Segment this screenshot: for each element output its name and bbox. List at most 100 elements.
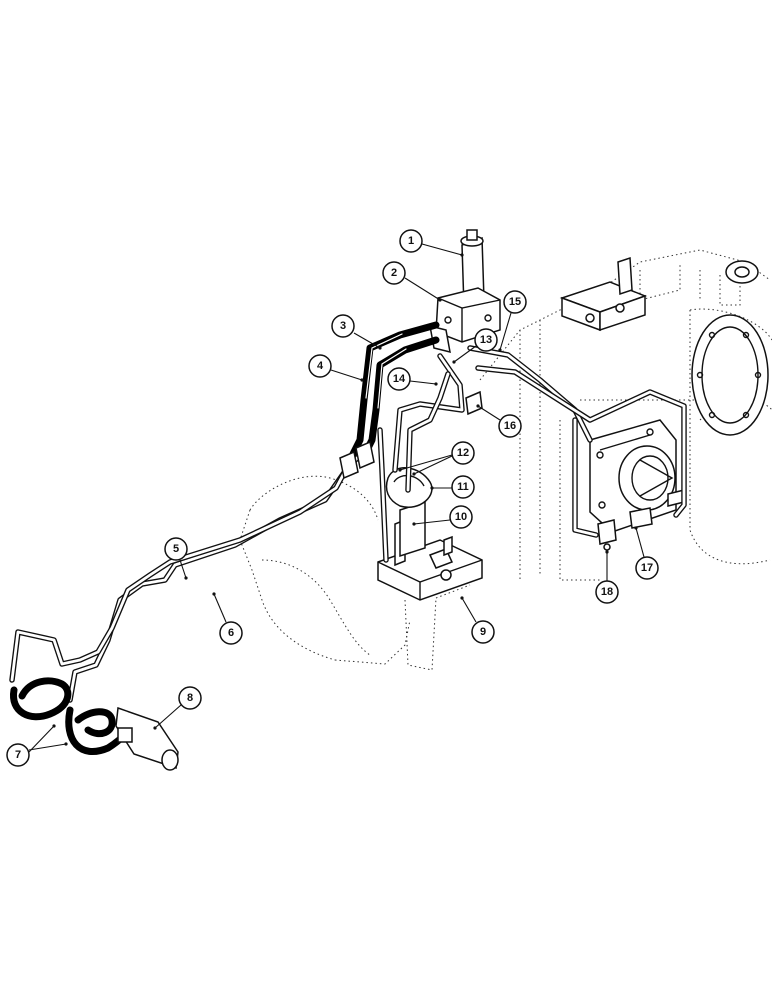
callout-number: 7 <box>15 749 21 761</box>
callout-number: 16 <box>504 420 516 432</box>
callout-circle <box>474 328 498 352</box>
callout-number: 9 <box>480 626 486 638</box>
leader-line <box>477 405 501 421</box>
callout-1: 1 <box>399 229 464 257</box>
callout-13: 13 <box>452 328 498 364</box>
leader-arrowhead <box>360 378 364 382</box>
leader-arrowhead <box>378 346 382 350</box>
pump-fitting <box>597 519 617 551</box>
hydraulic-pump <box>589 419 685 533</box>
callout-18: 18 <box>595 550 619 604</box>
leader-line <box>28 725 55 753</box>
callout-9: 9 <box>460 596 495 644</box>
leader-arrowhead <box>184 576 188 580</box>
callout-4: 4 <box>308 354 364 382</box>
callout-circle <box>471 620 495 644</box>
callout-number: 4 <box>317 360 324 372</box>
leader-line <box>413 455 453 475</box>
leader-line <box>330 369 363 381</box>
leader-arrowhead <box>398 468 402 472</box>
callout-10: 10 <box>412 505 473 529</box>
leader-line <box>399 454 453 471</box>
callout-number: 11 <box>457 481 469 493</box>
callout-circle <box>399 229 423 253</box>
leader-arrowhead <box>438 298 442 302</box>
leader-line <box>421 243 463 256</box>
callout-circle <box>451 475 475 499</box>
callout-circle <box>595 580 619 604</box>
callout-number: 5 <box>173 543 179 555</box>
leader-line <box>635 527 645 558</box>
callout-17: 17 <box>634 526 659 580</box>
rear-flange <box>691 314 769 436</box>
leader-arrowhead <box>153 726 157 730</box>
leader-arrowhead <box>434 382 438 386</box>
leader-arrowhead <box>452 360 456 364</box>
callout-14: 14 <box>387 367 438 391</box>
callout-number: 10 <box>455 511 467 523</box>
leader-arrowhead <box>460 596 464 600</box>
callout-number: 18 <box>601 586 613 598</box>
leader-arrowhead <box>460 253 464 257</box>
callout-number: 3 <box>340 320 346 332</box>
rigid-pipes <box>9 345 687 703</box>
leader-arrowhead <box>634 526 638 530</box>
callout-2: 2 <box>382 261 442 302</box>
callout-number: 13 <box>480 334 492 346</box>
leader-line <box>413 519 451 525</box>
leader-arrowhead <box>64 742 68 746</box>
tractor-housing-outline <box>239 249 772 671</box>
leader-line <box>499 312 512 351</box>
leader-arrowhead <box>52 724 56 728</box>
callout-3: 3 <box>331 314 382 350</box>
callout-circle <box>308 354 332 378</box>
callout-circle <box>219 621 243 645</box>
leader-line <box>154 704 182 729</box>
lifting-eye <box>725 260 759 284</box>
leader-line <box>409 380 437 385</box>
callout-number: 14 <box>393 373 406 385</box>
mounting-bracket <box>377 518 483 601</box>
leader-line <box>28 743 67 751</box>
leader-arrowhead <box>412 522 416 526</box>
leader-line <box>404 277 441 301</box>
leader-arrowhead <box>476 404 480 408</box>
callout-number: 17 <box>641 562 653 574</box>
leader-line <box>213 593 227 623</box>
leader-arrowhead <box>212 592 216 596</box>
leader-line <box>179 559 187 579</box>
leader-arrowhead <box>430 486 434 490</box>
callout-12: 12 <box>398 441 475 476</box>
valve-plate <box>399 500 426 558</box>
transmission-top-cover <box>559 256 648 332</box>
callout-7: 7 <box>6 724 68 767</box>
callout-6: 6 <box>212 592 243 645</box>
callout-number: 6 <box>228 627 234 639</box>
leader-line <box>461 597 477 623</box>
callout-number: 12 <box>457 447 469 459</box>
callout-15: 15 <box>498 290 527 352</box>
callout-circle <box>451 441 475 465</box>
callout-circle <box>331 314 355 338</box>
leader-arrowhead <box>605 550 609 554</box>
leader-line <box>353 332 381 349</box>
callout-circle <box>387 367 411 391</box>
leader-arrowhead <box>498 348 502 352</box>
leader-line <box>453 345 477 363</box>
callout-circle <box>164 537 188 561</box>
callout-circle <box>503 290 527 314</box>
steering-hoses <box>339 321 440 480</box>
callout-circle <box>6 743 30 767</box>
callout-number: 15 <box>509 296 521 308</box>
callout-circle <box>449 505 473 529</box>
callout-circle <box>178 686 202 710</box>
callout-circle <box>382 261 406 285</box>
callout-number: 8 <box>187 692 193 704</box>
callout-11: 11 <box>430 475 475 499</box>
steering-cylinder <box>115 706 179 771</box>
leader-arrowhead <box>412 472 416 476</box>
callout-number: 2 <box>391 267 397 279</box>
callout-16: 16 <box>476 404 522 438</box>
